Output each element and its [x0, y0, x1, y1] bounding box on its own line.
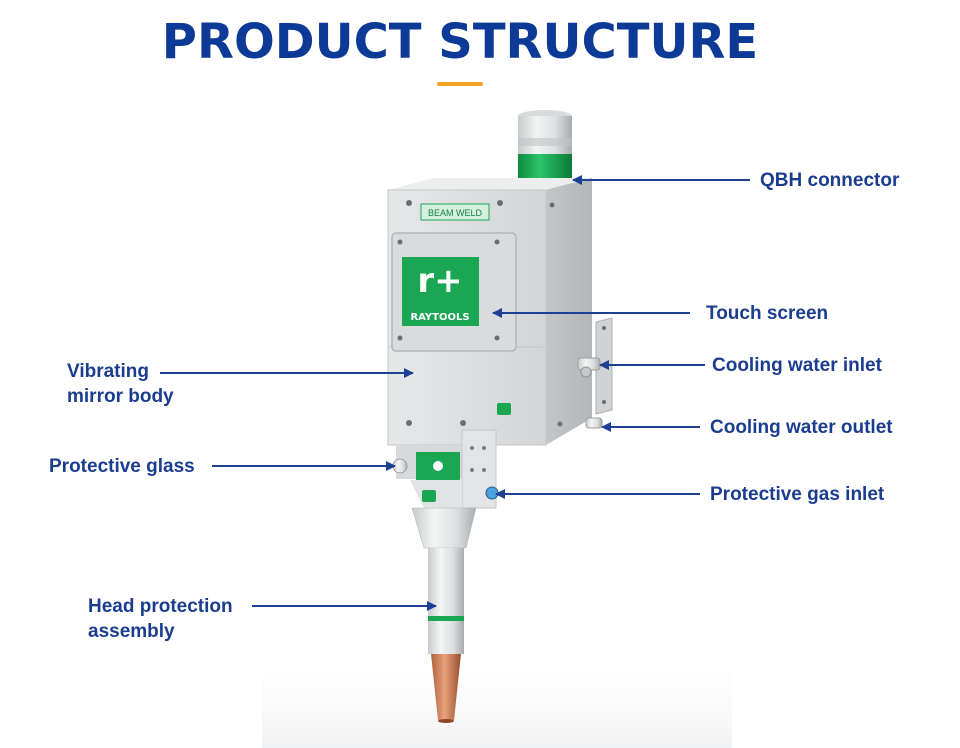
model-plate-text: BEAM WELD	[428, 208, 483, 218]
brand-name: RAYTOOLS	[410, 312, 469, 323]
callout-arrows	[160, 175, 750, 611]
label-cooling-water-inlet: Cooling water inlet	[712, 355, 882, 376]
label-protective-glass: Protective glass	[49, 456, 195, 477]
title-underline	[437, 82, 483, 86]
main-housing	[387, 178, 592, 446]
floor-shadow	[262, 640, 732, 748]
label-head-protection-assembly-line2: assembly	[88, 621, 175, 642]
page-title: PRODUCT STRUCTURE	[161, 14, 759, 70]
label-vibrating-mirror-body-line1: Vibrating	[67, 361, 149, 382]
label-touch-screen: Touch screen	[706, 303, 829, 324]
label-head-protection-assembly: Head protection assembly	[88, 594, 233, 644]
label-vibrating-mirror-body: Vibrating mirror body	[67, 359, 174, 409]
label-vibrating-mirror-body-line2: mirror body	[67, 386, 174, 407]
label-cooling-water-outlet: Cooling water outlet	[710, 417, 893, 438]
label-qbh-connector: QBH connector	[760, 170, 900, 191]
label-protective-gas-inlet: Protective gas inlet	[710, 484, 885, 505]
brand-logo-mark: r+	[417, 261, 462, 301]
label-head-protection-assembly-line1: Head protection	[88, 596, 233, 617]
